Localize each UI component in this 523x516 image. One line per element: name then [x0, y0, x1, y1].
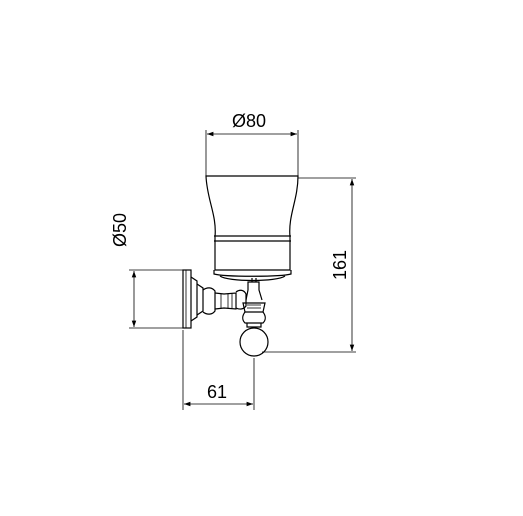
holder-arm — [202, 287, 247, 315]
dimension-projection: 61 — [182, 330, 255, 410]
cup-body — [205, 175, 299, 271]
dimension-cup-diameter: Ø80 — [205, 111, 299, 176]
wall-flange — [182, 269, 204, 329]
dimension-flange-diameter: Ø50 — [110, 213, 186, 329]
cup-holder-outline — [182, 175, 299, 357]
cup-ring — [213, 270, 292, 277]
holder-knob — [239, 302, 269, 357]
holder-stem — [245, 278, 263, 301]
flange-diameter-label: Ø50 — [110, 213, 130, 247]
cup-diameter-label: Ø80 — [232, 111, 266, 131]
projection-label: 61 — [207, 382, 227, 402]
height-label: 161 — [330, 250, 350, 280]
dimension-height: 161 — [262, 177, 356, 353]
